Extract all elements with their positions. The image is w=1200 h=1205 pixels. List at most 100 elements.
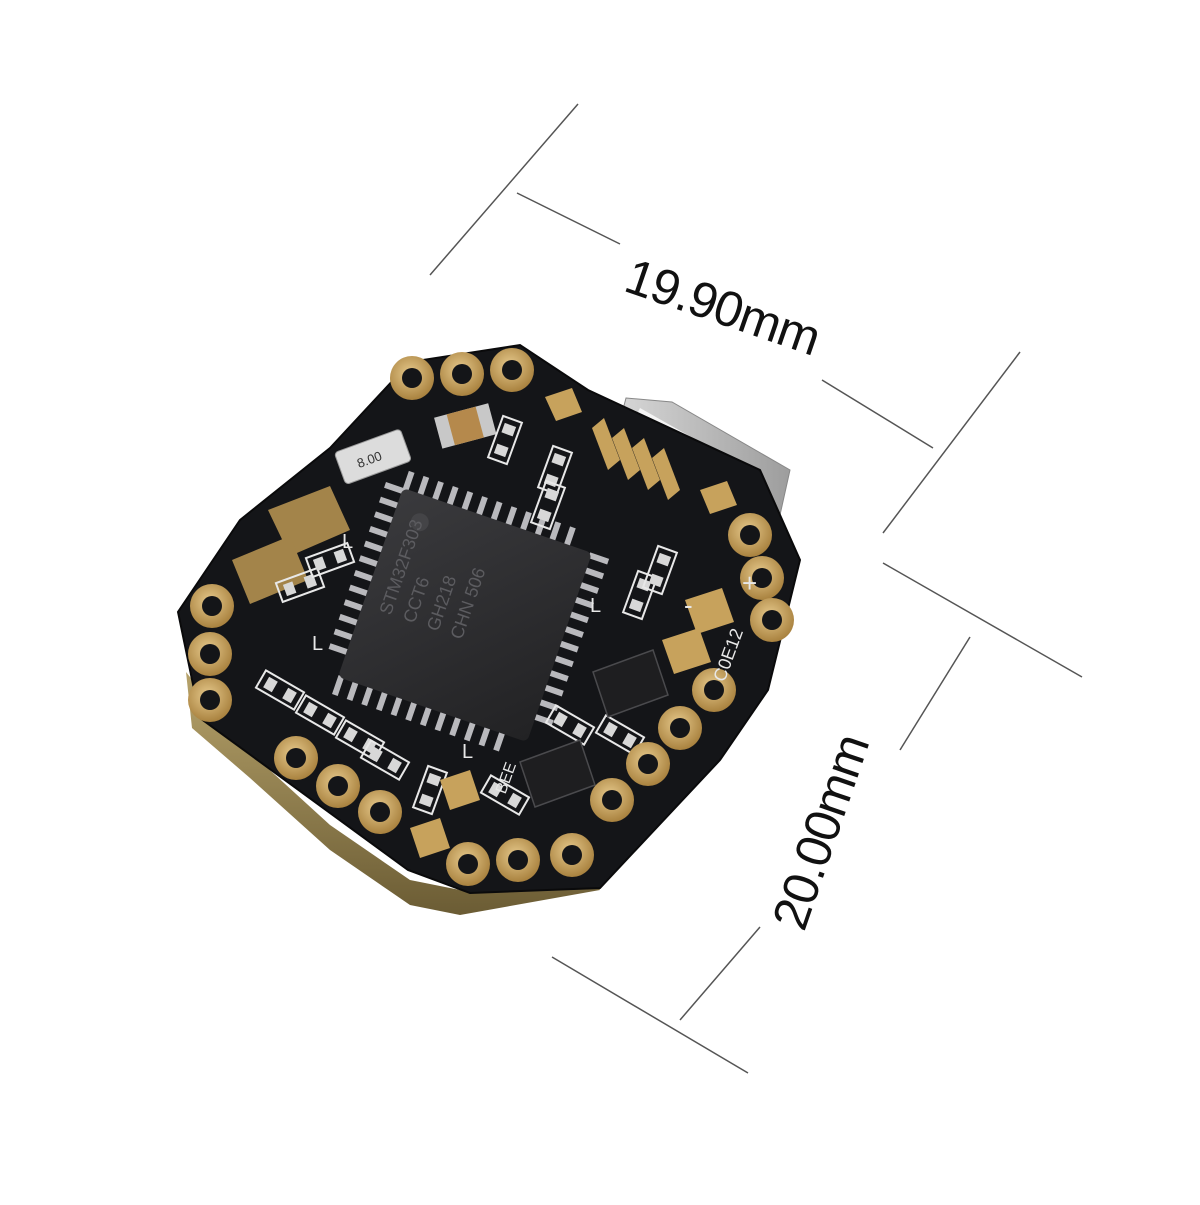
- solder-pad: [188, 632, 232, 676]
- chip-pin: [568, 610, 589, 624]
- crystal-oscillator: 8.00: [334, 429, 412, 484]
- chip-pin: [333, 628, 355, 641]
- solder-pad: [658, 706, 702, 750]
- chip-pin: [419, 705, 433, 727]
- polarity-plus-label: +: [742, 568, 757, 598]
- chip-pin: [542, 684, 564, 697]
- power-pads: [410, 588, 734, 858]
- chip-pin: [338, 613, 360, 627]
- smd-part: [641, 544, 679, 596]
- chip-pin: [361, 685, 374, 707]
- chip-pin: [478, 725, 491, 747]
- solder-pad: [358, 790, 402, 834]
- solder-pad: [190, 584, 234, 628]
- chip-pin: [402, 470, 415, 492]
- chip-pin: [378, 496, 400, 509]
- polarity-minus-label: -: [684, 590, 693, 620]
- chip-pin: [460, 491, 474, 512]
- smd-part: [411, 764, 449, 816]
- top-dimension-right: [821, 379, 934, 449]
- right-extension-bottom: [551, 956, 749, 1074]
- chip-pin: [375, 690, 389, 712]
- top-dimension-left: [516, 192, 621, 245]
- regulator-chips: [519, 649, 669, 808]
- chip-pin: [431, 480, 444, 502]
- right-dimension-bottom: [679, 926, 761, 1021]
- solder-pad: [188, 678, 232, 722]
- chip-pin: [490, 501, 503, 523]
- right-extension-top: [882, 562, 1083, 678]
- chip-pin: [519, 511, 532, 533]
- chip-pin: [563, 625, 584, 638]
- solder-pad: [440, 352, 484, 396]
- solder-pad: [750, 598, 794, 642]
- chip-pin: [547, 669, 569, 682]
- corner-mark-4: L: [342, 531, 353, 553]
- chip-pin: [463, 720, 477, 742]
- chip-pin: [384, 482, 405, 495]
- smd-part: [621, 569, 659, 621]
- solder-pad: [692, 668, 736, 712]
- solder-pad: [740, 556, 784, 600]
- smd-part: [486, 414, 524, 466]
- chip-pin: [353, 569, 375, 583]
- chip-pins: [328, 470, 610, 752]
- chip-pin: [583, 567, 605, 580]
- chip-pin: [449, 715, 462, 737]
- top-extension-left: [429, 103, 579, 276]
- dimension-lines: [429, 103, 1083, 1074]
- chip-pin: [532, 713, 554, 726]
- smd-part: [304, 541, 356, 579]
- solder-pad: [390, 356, 434, 400]
- chip-pin: [475, 496, 488, 517]
- chip-pin: [534, 516, 547, 538]
- chip-pin: [328, 643, 350, 656]
- smd-components: [254, 414, 679, 817]
- chip-pin: [358, 555, 380, 568]
- chip-pin: [346, 680, 359, 702]
- chip-pin: [563, 526, 576, 548]
- smd-part: [479, 773, 531, 817]
- solder-pad: [274, 736, 318, 780]
- chip-pin: [557, 640, 579, 653]
- chip-pin: [405, 700, 418, 722]
- chip-pin: [548, 521, 562, 543]
- chip-pin: [348, 584, 370, 597]
- solder-pad: [550, 833, 594, 877]
- corner-mark-2: L: [590, 595, 601, 617]
- top-extension-right: [882, 351, 1021, 534]
- right-dimension-top: [899, 636, 971, 751]
- chip-pin: [368, 525, 390, 539]
- chip-pin: [573, 596, 594, 609]
- chip-pin: [332, 675, 345, 696]
- smd-part: [529, 479, 567, 531]
- chip-pin: [434, 710, 447, 732]
- solder-pad: [496, 838, 540, 882]
- chip-pin: [446, 486, 459, 507]
- chip-pin: [343, 599, 365, 612]
- usb-contact-pads: [545, 388, 737, 514]
- solder-pad: [590, 778, 634, 822]
- chip-pin: [588, 552, 610, 565]
- chip-pin: [504, 506, 518, 528]
- tantalum-capacitor: [434, 403, 497, 449]
- chip-pin: [373, 511, 395, 524]
- pcb-edge: [186, 672, 600, 915]
- solder-pad: [626, 742, 670, 786]
- corner-mark-3: L: [462, 741, 473, 763]
- chip-pin: [552, 654, 574, 668]
- smd-part: [359, 738, 411, 782]
- chip-pin: [417, 475, 430, 497]
- chip-pin: [363, 540, 385, 553]
- chip-pin: [390, 695, 403, 717]
- microcontroller-chip: STM32F303 CCT6 GH218 CHN 506: [328, 470, 610, 752]
- smd-part: [294, 693, 346, 737]
- solder-pad: [316, 764, 360, 808]
- solder-pad: [728, 513, 772, 557]
- solder-pad: [446, 842, 490, 886]
- solder-pad: [490, 348, 534, 392]
- corner-mark-1: L: [312, 633, 323, 655]
- solder-pads: [188, 348, 794, 886]
